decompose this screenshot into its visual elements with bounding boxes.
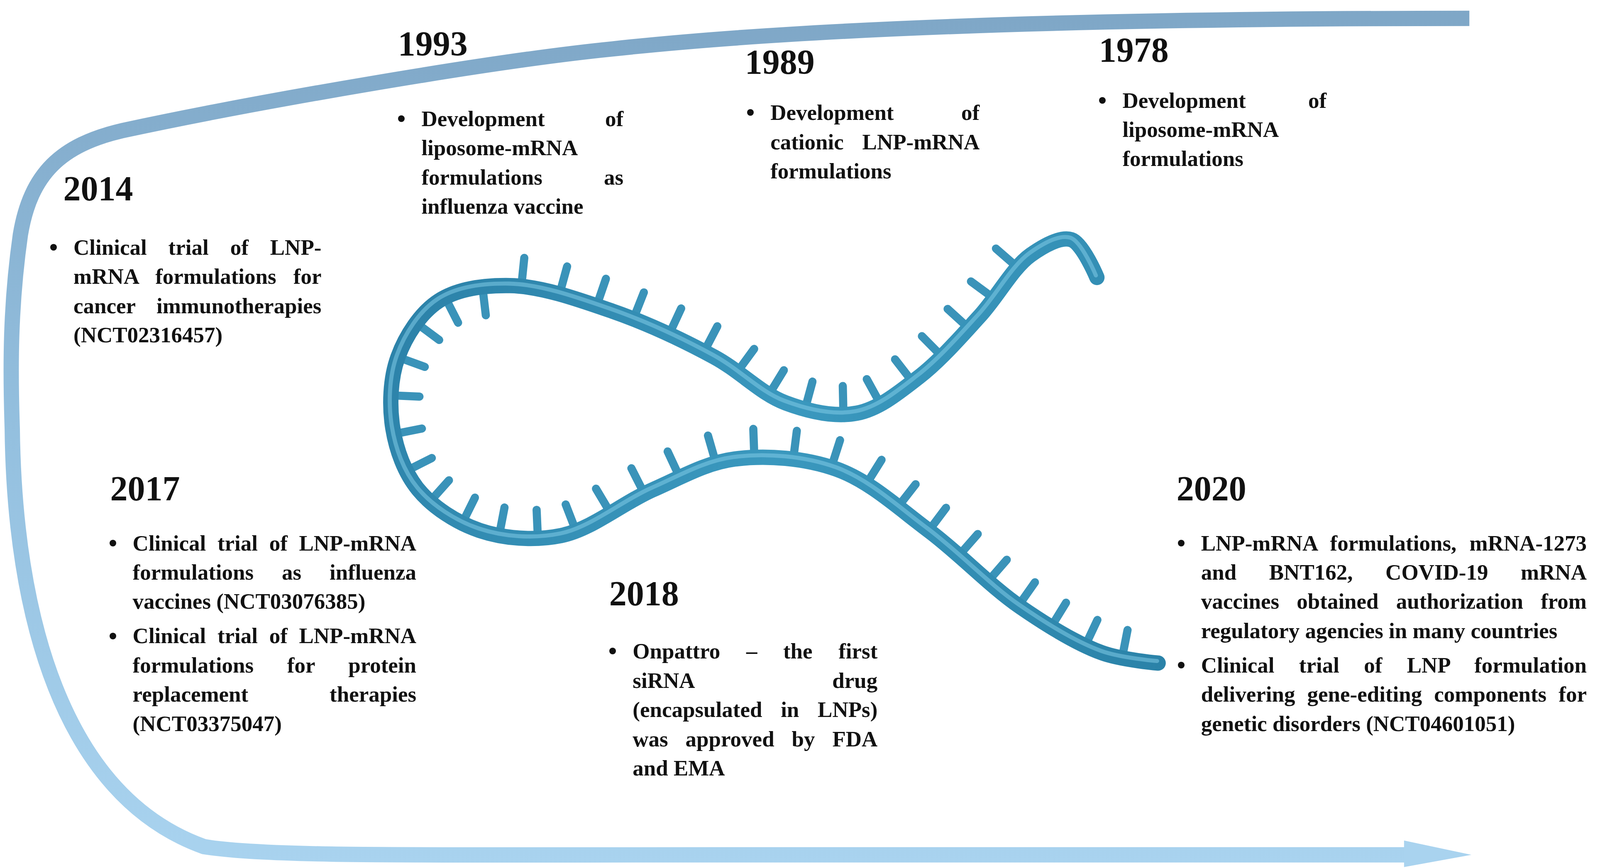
year-label: 2020 <box>1176 471 1247 507</box>
timeline-item: Development of liposome-mRNA formulation… <box>1122 85 1327 174</box>
rna-base <box>793 430 797 454</box>
rna-base <box>411 458 432 469</box>
rna-base <box>806 381 813 404</box>
timeline-entry: Clinical trial of LNP-mRNA formulations … <box>132 528 417 617</box>
bullet-dot <box>1177 661 1185 669</box>
bullet-dot <box>50 244 57 251</box>
timeline-item: Development of liposome-mRNA formulation… <box>421 104 624 222</box>
year-label: 2018 <box>609 576 680 612</box>
bullet-dot <box>109 539 117 547</box>
rna-base <box>832 440 841 462</box>
rna-base <box>421 326 440 340</box>
rna-base <box>403 359 426 367</box>
rna-base <box>500 507 505 530</box>
rna-base <box>708 435 715 458</box>
timeline-item: Development of cationic LNP-mRNA formula… <box>770 97 980 186</box>
timeline-item: Clinical trial of LNP-mRNA formulations … <box>132 621 417 739</box>
bullet-dot <box>609 647 616 655</box>
rna-base <box>1021 582 1035 601</box>
rna-base <box>771 370 784 390</box>
timeline-entry: Clinical trial of LNP-mRNA formulations … <box>73 232 322 350</box>
rna-base <box>901 484 916 503</box>
timeline-item: Clinical trial of LNP formulation delive… <box>1201 650 1587 739</box>
rna-base <box>399 428 422 434</box>
rna-base <box>598 278 606 301</box>
rna-highlight <box>389 236 1158 662</box>
rna-base <box>753 429 755 452</box>
timeline-entry: LNP-mRNA formulations, mRNA-1273 and BNT… <box>1201 528 1587 646</box>
rna-base <box>869 459 882 479</box>
rna-backbone <box>390 239 1159 664</box>
rna-base <box>635 292 644 314</box>
rna-base <box>894 359 909 378</box>
rna-base <box>447 302 459 323</box>
rna-base <box>921 336 938 352</box>
year-label: 1978 <box>1099 32 1169 68</box>
rna-base <box>1054 603 1066 623</box>
rna-base <box>561 266 567 289</box>
rna-base <box>565 504 575 526</box>
rna-base <box>483 293 486 316</box>
year-label: 1989 <box>745 44 815 80</box>
rna-base <box>671 308 682 329</box>
rna-base <box>397 395 420 397</box>
rna-base <box>962 534 978 552</box>
rna-base <box>866 379 878 399</box>
bullet-dot <box>398 115 405 123</box>
timeline-entry: Development of cationic LNP-mRNA formula… <box>770 97 980 186</box>
rna-illustration <box>389 236 1158 664</box>
timeline-entry: Development of liposome-mRNA formulation… <box>1122 85 1327 174</box>
rna-base <box>970 281 989 295</box>
rna-base <box>522 258 525 281</box>
rna-base <box>667 451 678 472</box>
timeline-entry: Clinical trial of LNP-mRNA formulations … <box>132 621 417 739</box>
timeline-entry: Clinical trial of LNP formulation delive… <box>1201 650 1587 739</box>
rna-base <box>842 385 844 409</box>
timeline-item: Onpattro – the first siRNA drug (encapsu… <box>632 636 878 783</box>
timeline-entry: Onpattro – the first siRNA drug (encapsu… <box>632 636 878 783</box>
arrow-head <box>1404 840 1472 868</box>
timeline-item: LNP-mRNA formulations, mRNA-1273 and BNT… <box>1201 528 1587 646</box>
rna-base <box>434 480 450 498</box>
bullet-dot <box>1099 97 1106 104</box>
timeline-item: Clinical trial of LNP-mRNA formulations … <box>132 528 417 617</box>
timeline-entry: Development of liposome-mRNA formulation… <box>421 104 624 222</box>
rna-base <box>1123 630 1128 653</box>
bullet-dot <box>747 109 754 116</box>
rna-base <box>536 510 538 533</box>
bullet-dot <box>109 632 117 640</box>
rna-base <box>631 468 642 489</box>
rna-base <box>947 309 965 325</box>
timeline-arrow <box>11 18 1472 868</box>
year-label: 1993 <box>398 26 468 62</box>
rna-base <box>991 559 1007 577</box>
year-label: 2017 <box>110 471 181 507</box>
rna-base <box>464 497 475 518</box>
rna-base <box>1087 620 1098 641</box>
rna-base <box>706 326 718 347</box>
bullet-dot <box>1177 539 1185 547</box>
rna-base <box>996 248 1014 264</box>
timeline-item: Clinical trial of LNP-mRNA formulations … <box>73 232 322 350</box>
rna-base <box>740 349 755 368</box>
rna-base <box>596 488 608 509</box>
year-label: 2014 <box>63 171 133 207</box>
rna-base <box>932 508 947 526</box>
